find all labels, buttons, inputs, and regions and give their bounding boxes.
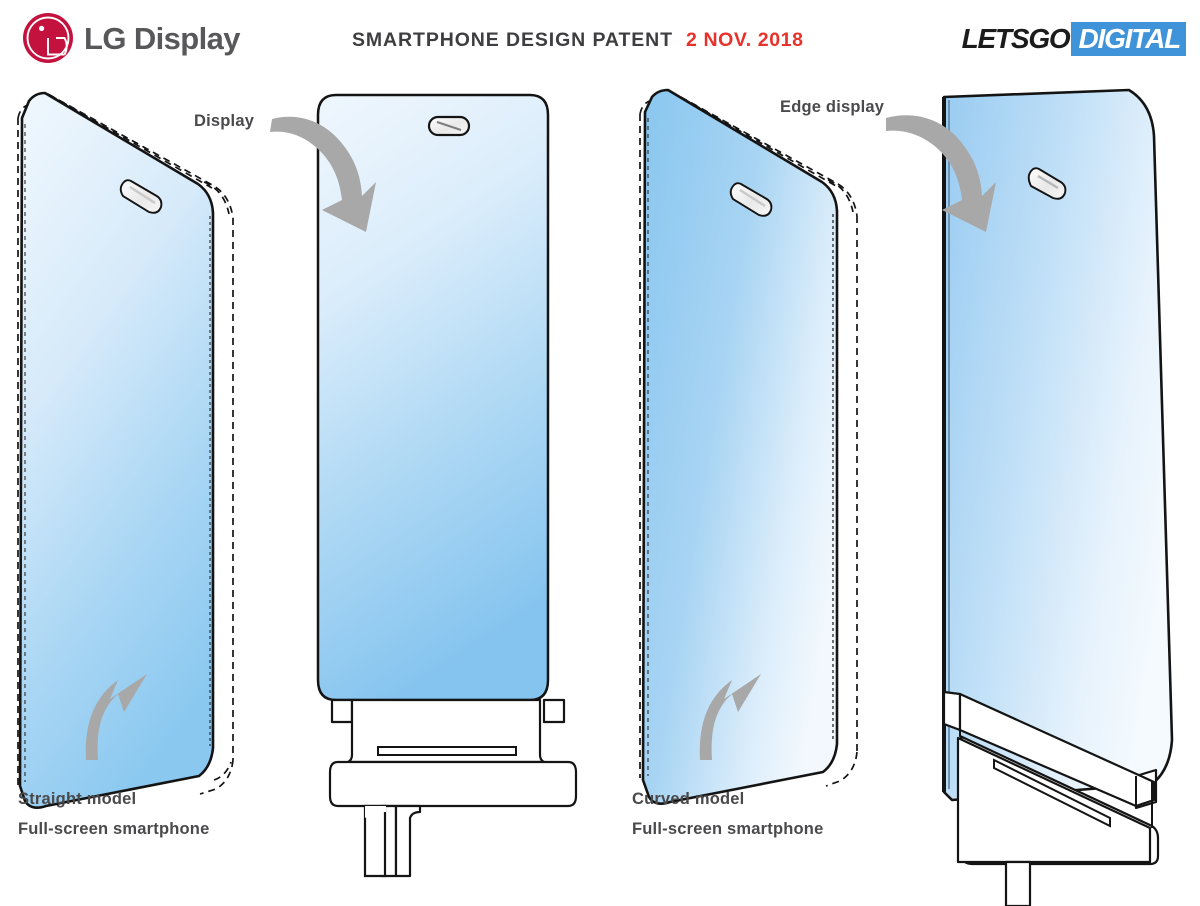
caption-curved-model-line1: Curved model xyxy=(632,790,745,808)
figure-1-straight-model-perspective xyxy=(17,91,234,809)
figure-4-display-surface xyxy=(944,90,1172,800)
caption-straight-model-line1: Straight model xyxy=(18,790,137,808)
figure-3-sensor-cutout-icon xyxy=(729,182,773,217)
figure-1-display-surface xyxy=(20,93,213,808)
figure-1-display-outline xyxy=(18,91,215,809)
figure-2-bottom-connector xyxy=(328,698,578,878)
figure-2-straight-model-front xyxy=(270,93,578,878)
page-title: SMARTPHONE DESIGN PATENT xyxy=(352,29,673,51)
letsgodigital-watermark: LETSGO DIGITAL xyxy=(962,22,1186,56)
caption-curved-model-line2: Full-screen smartphone xyxy=(632,820,824,838)
figure-3-callout-arrow xyxy=(699,674,761,760)
caption-straight-model-line2: Full-screen smartphone xyxy=(18,820,210,838)
figure-1-sensor-cutout-icon xyxy=(119,179,163,214)
figure-3-display-surface xyxy=(643,90,837,804)
watermark-letsgo: LETSGO xyxy=(961,23,1071,54)
patent-date: 2 NOV. 2018 xyxy=(685,29,804,51)
figure-1-callout-arrow xyxy=(85,674,147,760)
figure-3-display-outline xyxy=(641,88,839,805)
lg-circle-logo-icon xyxy=(22,12,74,64)
figure-4-sensor-cutout-icon xyxy=(1027,167,1067,200)
figure-2-callout-arrow xyxy=(270,116,376,232)
figure-2-flex-tail-shoulder xyxy=(365,806,386,818)
figure-2-sensor-cutout-icon xyxy=(427,115,471,137)
figure-2-connector-slot xyxy=(377,746,517,756)
lg-display-logo: LG Display xyxy=(22,12,241,64)
page-header: LG Display SMARTPHONE DESIGN PATENT 2 NO… xyxy=(0,0,1200,82)
patent-title-block: SMARTPHONE DESIGN PATENT 2 NOV. 2018 xyxy=(352,29,804,52)
figure-3-curved-model-perspective xyxy=(639,88,858,805)
figure-2-display-surface xyxy=(318,95,548,700)
figure-2-flex-tail xyxy=(363,804,387,878)
figure-4-connector-detail-lines xyxy=(959,694,1153,828)
watermark-digital: DIGITAL xyxy=(1071,22,1186,56)
display-annotation-label: Display xyxy=(194,112,255,130)
edge-display-annotation-label: Edge display xyxy=(780,98,885,116)
lg-display-wordmark: LG Display xyxy=(84,20,241,56)
figure-4-curved-model-front xyxy=(886,88,1174,906)
figure-4-connector-slot xyxy=(993,758,1111,828)
figure-4-callout-arrow xyxy=(886,115,996,232)
